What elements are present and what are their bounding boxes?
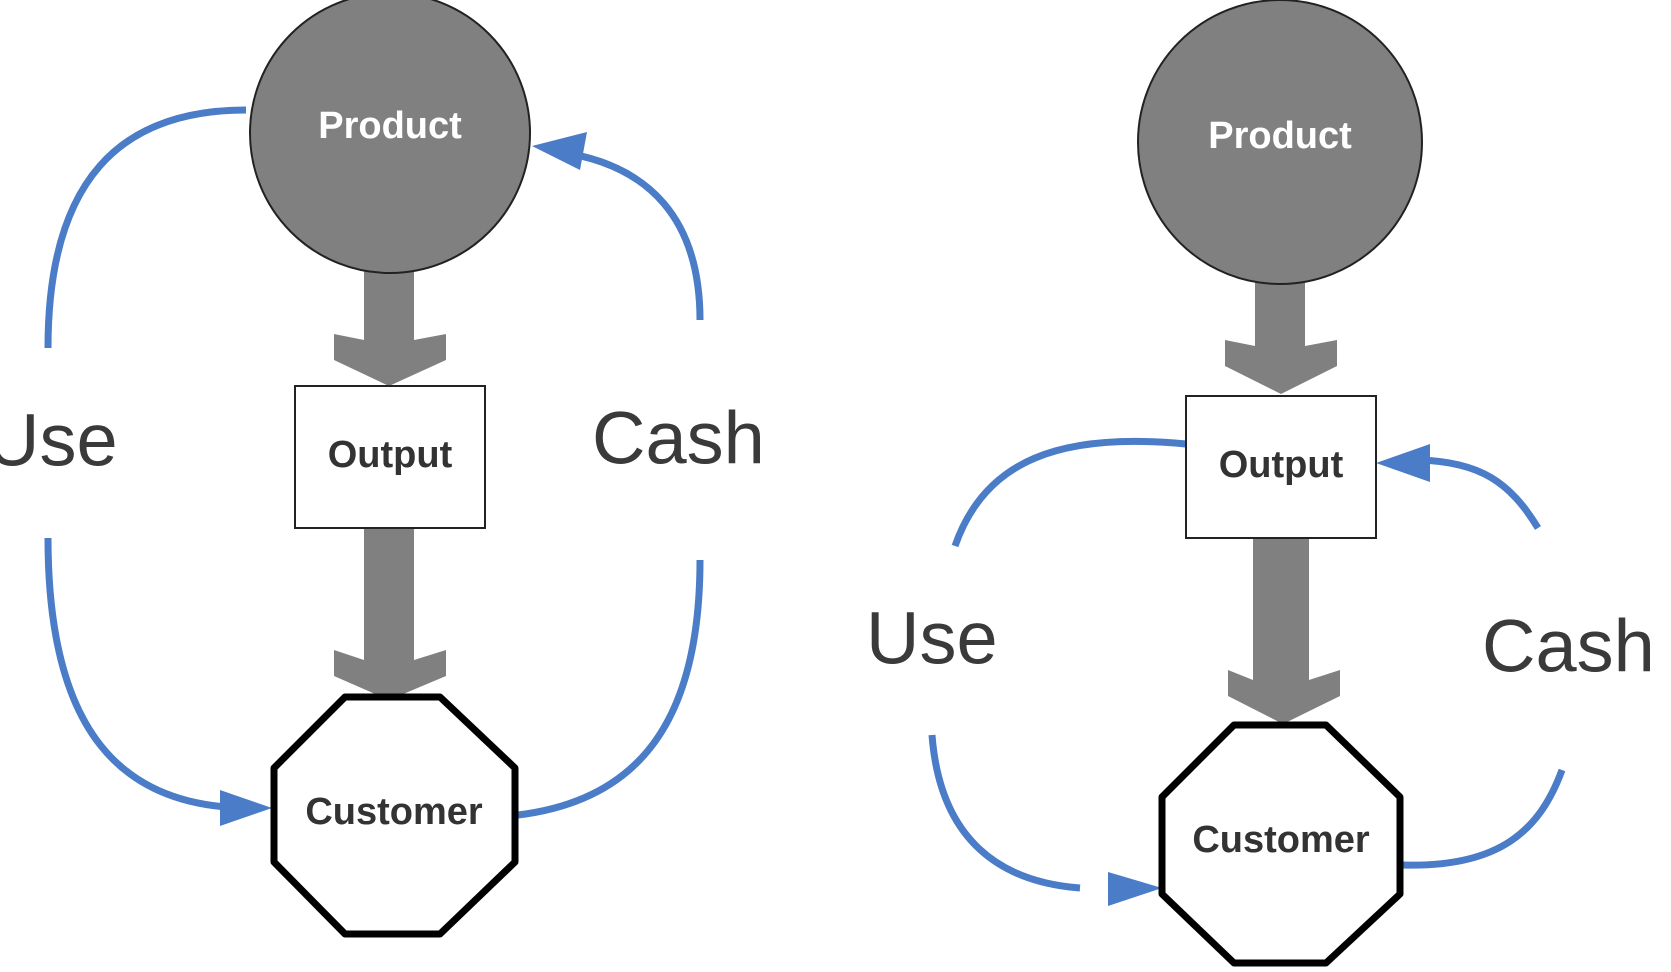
use-loop-right (928, 437, 1187, 906)
use-loop-upper-line (951, 437, 1187, 548)
use-loop-lower-line (44, 537, 251, 812)
cash-loop-lower-line (517, 559, 704, 819)
diagram-right: Product Output Customer Use Cash (866, 0, 1655, 967)
flow-arrow-output-customer (334, 528, 446, 700)
customer-octagon (1158, 721, 1404, 967)
use-label-left: Use (0, 399, 118, 482)
cash-loop-upper-line (559, 148, 704, 321)
use-loop-arrowhead (220, 790, 272, 826)
product-node-right: Product (1137, 0, 1423, 285)
customer-octagon (270, 693, 519, 938)
use-label-right: Use (866, 597, 998, 680)
customer-label: Customer (1192, 819, 1370, 861)
flow-arrow-product-output (334, 268, 446, 386)
product-circle (1137, 0, 1423, 285)
product-label: Product (318, 105, 462, 147)
use-loop-arrowhead (1108, 872, 1162, 906)
cash-loop-arrowhead (1376, 444, 1430, 482)
cash-label-left: Cash (592, 397, 765, 480)
cash-label-right: Cash (1482, 605, 1655, 688)
output-label: Output (328, 434, 453, 476)
output-box (1185, 395, 1377, 539)
flow-arrow-output-customer (1228, 538, 1340, 724)
use-loop-left (44, 106, 272, 826)
use-loop-upper-line (44, 106, 247, 349)
diagram-left: Product Output Customer Use Cash (0, 0, 765, 938)
cash-loop-right (1376, 444, 1566, 869)
output-label: Output (1219, 444, 1344, 486)
use-loop-lower-line (928, 734, 1081, 892)
cash-loop-lower-line (1401, 768, 1566, 869)
product-node-left: Product (249, 0, 531, 274)
customer-node-right: Customer (1158, 721, 1404, 967)
customer-label: Customer (305, 791, 483, 833)
cash-loop-upper-line (1419, 456, 1541, 530)
product-label: Product (1208, 115, 1352, 157)
product-circle (249, 0, 531, 274)
flow-arrow-product-output (1225, 278, 1337, 394)
cash-loop-left (517, 132, 704, 819)
output-box (294, 385, 486, 529)
output-node-right: Output (1185, 395, 1377, 539)
output-node-left: Output (294, 385, 486, 529)
customer-node-left: Customer (270, 693, 519, 938)
cash-loop-arrowhead (532, 132, 587, 170)
